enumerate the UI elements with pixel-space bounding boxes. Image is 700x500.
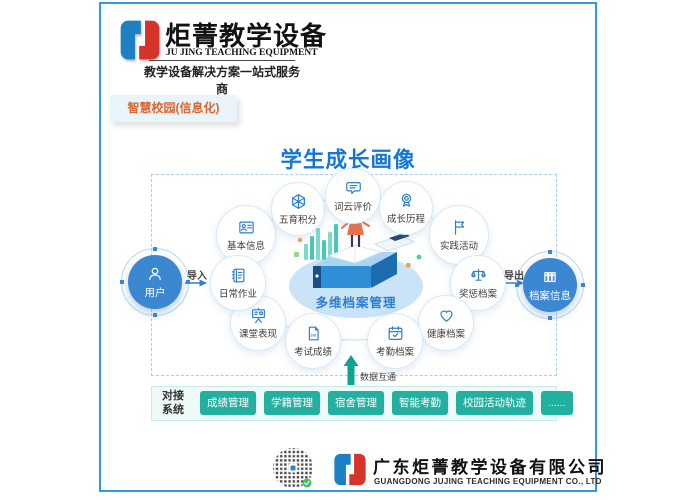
node-label: 档案信息 <box>529 290 571 302</box>
brochure-page: 炬菁教学设备 JU JING TEACHING EQUIPMENT 教学设备解决… <box>99 2 605 492</box>
ring-dot <box>515 283 519 287</box>
node-label: 考勤档案 <box>375 347 414 358</box>
header-divider <box>149 60 295 61</box>
node-label: 用户 <box>144 287 166 299</box>
footer-company-name-en: GUANGDONG JUJING TEACHING EQUIPMENT CO.,… <box>374 477 602 486</box>
medal-icon <box>401 193 411 207</box>
button-smart-attendance: 智能考勤 <box>392 391 448 415</box>
button-dormitory-management: 宿舍管理 <box>328 391 384 415</box>
dock-systems-bar: 对接 系统 成绩管理 学籍管理 宿舍管理 智能考勤 校园活动轨迹 ...... <box>151 386 573 421</box>
category-badge: 智慧校园(信息化) <box>110 95 237 122</box>
node-label: 课堂表现 <box>238 329 277 340</box>
node-user: 用户 <box>120 247 190 317</box>
node-attendance-archive: 考勤档案 <box>367 313 423 369</box>
speech-bubble-icon <box>345 182 361 195</box>
node-growth-history: 成长历程 <box>379 181 433 235</box>
node-daily-homework: 日常作业 <box>210 255 266 311</box>
svg-text:100: 100 <box>310 333 316 337</box>
node-archive-info: 档案信息 <box>515 250 585 320</box>
ring-dot <box>153 247 157 251</box>
hexagon-net-icon <box>291 194 305 209</box>
ring-dot <box>153 313 157 317</box>
brand-logo-icon <box>120 20 160 60</box>
qr-code <box>273 448 313 488</box>
ring-dot <box>548 316 552 320</box>
button-campus-activity-track: 校园活动轨迹 <box>456 391 533 415</box>
ring-dot <box>548 250 552 254</box>
user-icon <box>149 267 161 281</box>
flag-icon <box>454 220 464 235</box>
button-more-ellipsis: ...... <box>541 391 573 415</box>
exam-paper-icon: 100 <box>308 326 319 341</box>
notebook-icon <box>231 268 244 283</box>
node-five-edu-points: 五育积分 <box>271 182 325 236</box>
node-health-archive: 健康档案 <box>418 295 474 351</box>
brand-name: 炬菁教学设备 <box>165 21 328 51</box>
export-label: 导出 <box>504 271 524 282</box>
archive-icon <box>544 272 556 283</box>
heart-icon <box>439 310 453 322</box>
node-label: 健康档案 <box>426 329 465 340</box>
button-score-management: 成绩管理 <box>200 391 256 415</box>
footer-brand-logo-icon <box>334 453 366 486</box>
node-label: 日常作业 <box>218 289 257 300</box>
archive-circle: 档案信息 <box>523 258 577 312</box>
import-label: 导入 <box>187 271 207 282</box>
node-label: 基本信息 <box>226 241 265 252</box>
node-basic-info: 基本信息 <box>216 205 276 265</box>
brand-tagline: 教学设备解决方案一站式服务商 <box>143 65 300 96</box>
dock-systems-label: 对接 系统 <box>162 390 184 416</box>
dock-buttons: 成绩管理 学籍管理 宿舍管理 智能考勤 校园活动轨迹 ...... <box>200 391 573 415</box>
footer-company-name: 广东炬菁教学设备有限公司 <box>373 458 607 477</box>
button-student-status-management: 学籍管理 <box>264 391 320 415</box>
user-circle: 用户 <box>128 255 182 309</box>
node-label: 奖惩档案 <box>458 289 497 300</box>
ring-dot <box>186 280 190 284</box>
data-flow-label: 数据互通 <box>360 372 397 382</box>
node-word-cloud-eval: 词云评价 <box>325 168 381 224</box>
balance-scale-icon <box>470 269 486 281</box>
hub-label: 多维档案管理 <box>315 296 397 310</box>
node-exam-score: 100 考试成绩 <box>285 313 341 369</box>
node-label: 五育积分 <box>278 215 317 226</box>
brand-name-en: JU JING TEACHING EQUIPMENT <box>166 48 318 58</box>
calendar-check-icon <box>388 326 402 340</box>
presentation-board-icon <box>251 307 265 324</box>
node-label: 考试成绩 <box>293 347 332 358</box>
node-label: 实践活动 <box>439 241 478 252</box>
node-label: 成长历程 <box>386 214 425 225</box>
ring-dot <box>120 280 124 284</box>
node-label: 词云评价 <box>333 202 372 213</box>
ring-dot <box>581 283 585 287</box>
id-card-icon <box>238 221 254 234</box>
